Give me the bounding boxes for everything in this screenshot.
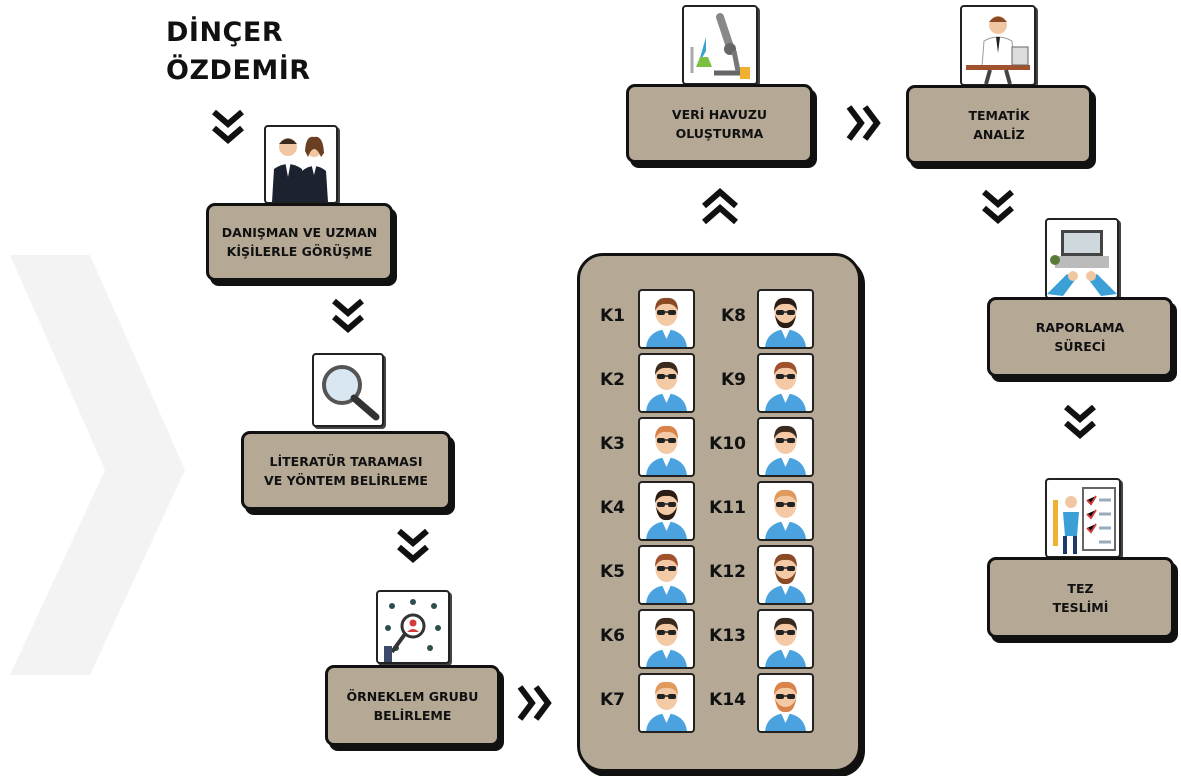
participant-label: K9 xyxy=(720,370,746,390)
participant-label: K8 xyxy=(720,306,746,326)
participant-label: K7 xyxy=(599,690,625,710)
step-thematic-analysis: TEMATİK ANALİZ xyxy=(906,85,1092,164)
chevron-right-icon xyxy=(846,105,881,141)
step-label-line: ANALİZ xyxy=(973,126,1025,142)
step-thesis-submission: TEZ TESLİMİ xyxy=(987,557,1174,638)
chevron-up-icon xyxy=(702,188,738,225)
chevron-down-icon xyxy=(397,528,429,563)
participant-label: K11 xyxy=(709,498,746,518)
office-worker-icon xyxy=(960,5,1036,86)
step-label-line: VE YÖNTEM BELİRLEME xyxy=(264,472,428,488)
chevron-down-icon xyxy=(1064,404,1096,439)
participant-label: K13 xyxy=(709,626,746,646)
step-label-line: OLUŞTURMA xyxy=(675,125,764,141)
sample-group-icon xyxy=(376,590,450,664)
chevron-down-icon xyxy=(332,298,364,333)
step-label-line: KİŞİLERLE GÖRÜŞME xyxy=(226,244,373,259)
checklist-icon xyxy=(1045,478,1121,558)
step-label-line: TEZ xyxy=(1067,580,1094,596)
participant-label: K2 xyxy=(599,370,625,390)
participant-label: K5 xyxy=(599,562,625,582)
step-label-line: LİTERATÜR TARAMASI xyxy=(269,453,423,469)
participant-avatar-icon xyxy=(638,545,695,605)
magnifier-icon xyxy=(312,353,384,427)
step-data-pool: VERİ HAVUZU OLUŞTURMA xyxy=(626,84,813,163)
participant-label: K1 xyxy=(599,306,625,326)
step-label-line: RAPORLAMA xyxy=(1035,320,1125,335)
participant-label: K10 xyxy=(709,434,746,454)
participant-avatar-icon xyxy=(638,673,695,733)
chevron-right-icon xyxy=(517,685,552,721)
participant-avatar-icon xyxy=(638,609,695,669)
author-last-name: ÖZDEMİR xyxy=(166,55,311,86)
participant-avatar-icon xyxy=(757,353,814,413)
laboratory-icon xyxy=(682,5,758,85)
participant-avatar-icon xyxy=(757,417,814,477)
step-label-line: TESLİMİ xyxy=(1052,599,1109,615)
step-label-line: SÜRECİ xyxy=(1054,339,1106,354)
chevron-down-icon xyxy=(982,189,1014,224)
step-sample-group: ÖRNEKLEM GRUBU BELİRLEME xyxy=(325,665,500,746)
author-first-name: DİNÇER xyxy=(166,17,284,48)
step-label-line: VERİ HAVUZU xyxy=(671,106,768,122)
participant-label: K14 xyxy=(709,690,746,710)
author-name: DİNÇER ÖZDEMİR xyxy=(166,14,311,90)
participant-avatar-icon xyxy=(638,289,695,349)
step-label-line: ÖRNEKLEM GRUBU xyxy=(346,688,479,704)
step-label-line: DANIŞMAN VE UZMAN xyxy=(221,225,378,240)
step-label-line: TEMATİK xyxy=(968,107,1030,123)
chevron-down-icon xyxy=(212,109,244,144)
step-literature-review: LİTERATÜR TARAMASI VE YÖNTEM BELİRLEME xyxy=(241,431,451,510)
participant-avatar-icon xyxy=(757,545,814,605)
participant-label: K6 xyxy=(599,626,625,646)
watermark-shape xyxy=(10,255,185,675)
participant-avatar-icon xyxy=(757,289,814,349)
step-label-line: BELİRLEME xyxy=(373,707,452,723)
participant-label: K4 xyxy=(599,498,625,518)
participant-avatar-icon xyxy=(638,353,695,413)
participant-avatar-icon xyxy=(638,417,695,477)
participant-avatar-icon xyxy=(757,673,814,733)
participant-label: K12 xyxy=(709,562,746,582)
step-advisor-expert-interview: DANIŞMAN VE UZMAN KİŞİLERLE GÖRÜŞME xyxy=(206,203,393,281)
business-people-icon xyxy=(264,125,338,204)
participant-avatar-icon xyxy=(757,481,814,541)
participant-avatar-icon xyxy=(757,609,814,669)
step-reporting: RAPORLAMA SÜRECİ xyxy=(987,297,1173,377)
participant-label: K3 xyxy=(599,434,625,454)
participant-avatar-icon xyxy=(638,481,695,541)
laptop-typing-icon xyxy=(1045,218,1119,299)
